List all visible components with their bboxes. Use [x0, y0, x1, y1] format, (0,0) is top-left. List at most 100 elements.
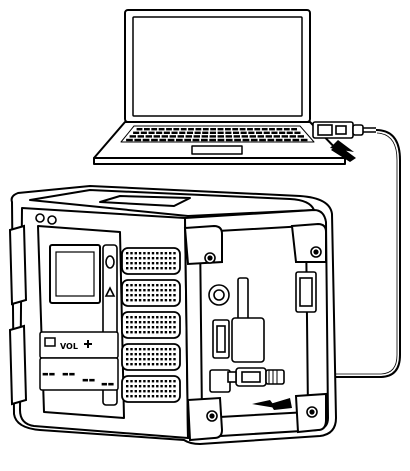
keyboard-key: [151, 138, 158, 142]
keyboard-key: [193, 135, 200, 138]
keyboard-key: [148, 131, 155, 134]
keyboard-key: [166, 128, 172, 131]
keyboard-key: [269, 128, 275, 131]
keyboard-key: [297, 135, 304, 138]
keyboard-key: [249, 135, 256, 138]
keyboard-key: [271, 131, 278, 134]
keyboard-key: [133, 131, 140, 134]
vol-label: VOL: [60, 342, 78, 351]
vent-grille: [121, 375, 181, 403]
keyboard-key: [217, 131, 224, 134]
side-ports: [208, 271, 317, 393]
keyboard-key: [186, 131, 193, 134]
insert-arrow-icon: [252, 398, 292, 410]
keyboard-key: [129, 135, 136, 138]
insert-arrow-icon: [330, 140, 356, 162]
keyboard-key: [283, 128, 290, 131]
keyboard-key: [209, 131, 216, 134]
keyboard-key: [242, 138, 250, 142]
keyboard-key: [136, 128, 143, 131]
keyboard-key: [225, 131, 232, 134]
keyboard-key: [294, 131, 301, 134]
keyboard-key: [151, 128, 158, 131]
mini-usb-plug-icon: [227, 367, 285, 387]
keyboard-key: [247, 128, 253, 131]
keyboard-key: [185, 135, 192, 138]
keyboard-key: [153, 135, 160, 138]
keyboard-key: [289, 135, 296, 138]
keyboard-key: [241, 135, 248, 138]
vent-grille: [121, 279, 181, 307]
keyboard-key: [275, 138, 283, 142]
keyboard-key: [281, 135, 288, 138]
keyboard-key: [276, 128, 283, 131]
vent-grilles: [121, 247, 181, 403]
keyboard-key: [195, 128, 202, 131]
vent-grille: [121, 247, 181, 275]
keyboard-key: [140, 131, 147, 134]
keyboard-key: [292, 138, 300, 142]
btn-a-label: ▬▬: [42, 370, 55, 378]
keyboard-key: [240, 131, 247, 134]
keyboard-key: [286, 131, 293, 134]
vent-grille: [121, 311, 181, 339]
usb-cable: [284, 129, 401, 378]
btn-d-label: ▬▬: [101, 380, 114, 388]
keyboard-key: [232, 128, 239, 131]
keyboard-key: [176, 138, 183, 142]
btn-c-label: ▬▬: [82, 376, 95, 384]
keyboard-key: [259, 138, 266, 142]
keyboard-key: [250, 138, 258, 142]
keyboard-key: [217, 138, 225, 142]
keyboard-key: [217, 128, 224, 131]
keyboard-key: [233, 135, 240, 138]
bumpers: [8, 222, 327, 442]
keyboard-key: [180, 128, 187, 131]
keyboard-key: [201, 135, 208, 138]
vent-grille: [121, 343, 181, 371]
keyboard-key: [209, 138, 216, 142]
keyboard-key: [145, 135, 152, 138]
keyboard-key: [257, 135, 264, 138]
keyboard-key: [217, 135, 224, 138]
keyboard-key: [279, 131, 286, 134]
keyboard-key: [291, 128, 297, 131]
btn-b-label: ▬▬: [62, 370, 75, 378]
keyboard-key: [284, 138, 291, 142]
keyboard-key: [300, 138, 308, 142]
keyboard-key: [194, 131, 201, 134]
usb-plug-icon: [312, 121, 376, 139]
keyboard-key: [171, 131, 178, 134]
keyboard-key: [265, 135, 272, 138]
keyboard-key: [159, 138, 167, 142]
keyboard-key: [192, 138, 200, 142]
control-panel: [39, 331, 119, 391]
keyboard-key: [263, 131, 270, 134]
keyboard-key: [169, 135, 176, 138]
keyboard-key: [163, 131, 170, 134]
keyboard-key: [261, 128, 268, 131]
keyboard-key: [267, 138, 275, 142]
keyboard-key: [158, 128, 165, 131]
keyboard-key: [233, 131, 240, 134]
keyboard-key: [225, 135, 232, 138]
keyboard-key: [209, 135, 216, 138]
keyboard-key: [273, 135, 280, 138]
keyboard-key: [179, 131, 186, 134]
keyboard-keys: [126, 128, 308, 142]
keyboard-key: [177, 135, 184, 138]
keyboard-key: [144, 128, 150, 131]
keyboard-key: [210, 128, 216, 131]
keyboard-key: [134, 138, 142, 142]
keyboard-key: [156, 131, 163, 134]
keyboard-key: [256, 131, 263, 134]
keyboard-key: [239, 128, 246, 131]
keyboard-key: [142, 138, 150, 142]
keyboard-key: [202, 131, 209, 134]
keyboard-key: [234, 138, 241, 142]
display-screen: [49, 244, 101, 304]
keyboard-key: [137, 135, 144, 138]
keyboard-key: [202, 128, 209, 131]
keyboard-key: [173, 128, 180, 131]
